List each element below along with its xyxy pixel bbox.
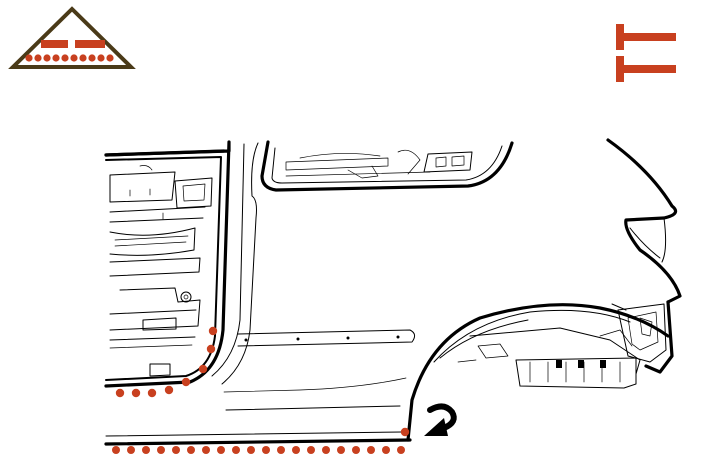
arch-liner-clips: [529, 360, 621, 383]
rocker-sill-seam: [112, 446, 405, 454]
rear-end: [606, 138, 682, 374]
b-pillar-lower-seam: [115, 326, 218, 398]
triangle-sealer-bead-icon: [8, 6, 136, 69]
door-inner-panel: [109, 165, 213, 377]
rear-quarter-body: [104, 140, 514, 446]
double-pin-clip-icon: [616, 24, 676, 82]
wheel-arch-end-point: [400, 427, 410, 437]
quarter-window-inner: [285, 149, 473, 179]
rear-door: [104, 140, 231, 388]
rear-wheel-arch: [406, 303, 670, 442]
curved-arrow-icon: [424, 403, 457, 436]
